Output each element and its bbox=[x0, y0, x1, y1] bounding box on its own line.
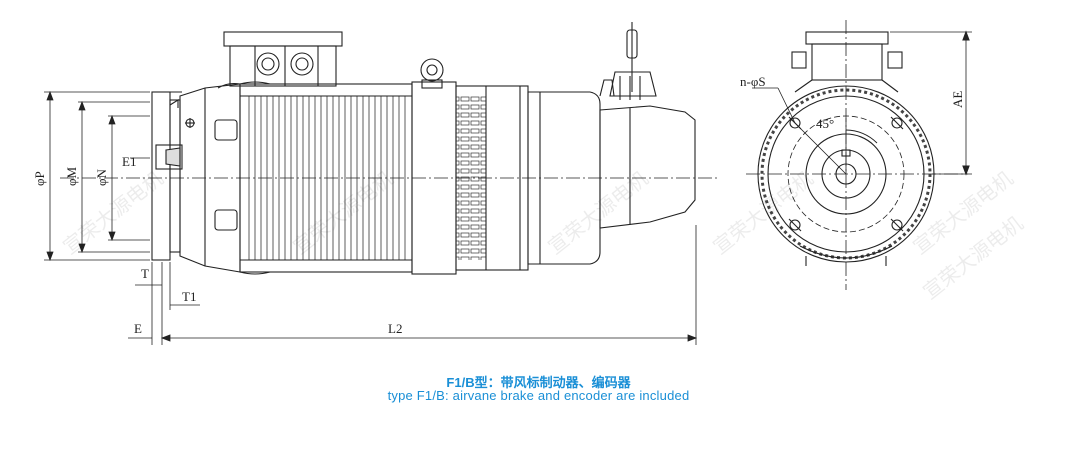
dim-label-e: E bbox=[134, 321, 142, 336]
watermark-3: 宣荣大源电机 bbox=[543, 166, 652, 259]
dim-label-p: φP bbox=[32, 171, 47, 186]
lifting-eye bbox=[420, 58, 444, 89]
dim-label-e1: E1 bbox=[122, 154, 136, 169]
end-terminal-box bbox=[791, 31, 903, 93]
dim-label-t: T bbox=[141, 266, 149, 281]
end-view: n-φS 45° AE bbox=[740, 20, 972, 290]
stator-body bbox=[239, 81, 413, 275]
fan-cover bbox=[527, 91, 601, 265]
watermarks: 宣荣大源电机 宣荣大源电机 宣荣大源电机 宣荣大源电机 宣荣大源电机 宣荣大源电… bbox=[58, 166, 1027, 304]
dim-label-m: φM bbox=[64, 166, 79, 186]
brake-housing bbox=[411, 81, 529, 275]
watermark-4: 宣荣大源电机 bbox=[708, 166, 817, 259]
dim-label-ns: n-φS bbox=[740, 74, 766, 89]
motor-technical-drawing: E1 φP φM φN T T1 E L2 bbox=[32, 20, 1028, 345]
encoder-cover bbox=[599, 105, 696, 229]
caption-chinese: F1/B型：带风标制动器、编码器 bbox=[446, 375, 631, 390]
release-lever bbox=[599, 22, 657, 100]
dim-label-n: φN bbox=[94, 168, 109, 186]
terminal-box bbox=[223, 31, 343, 87]
caption-english: type F1/B: airvane brake and encoder are… bbox=[387, 388, 690, 403]
dimension-lines bbox=[44, 90, 698, 345]
dim-label-angle: 45° bbox=[816, 116, 834, 131]
angle-arc bbox=[845, 129, 878, 144]
dim-label-ae: AE bbox=[950, 91, 965, 108]
dim-label-l2: L2 bbox=[388, 321, 402, 336]
dim-label-t1: T1 bbox=[182, 289, 196, 304]
side-view: E1 φP φM φN T T1 E L2 bbox=[32, 22, 720, 345]
